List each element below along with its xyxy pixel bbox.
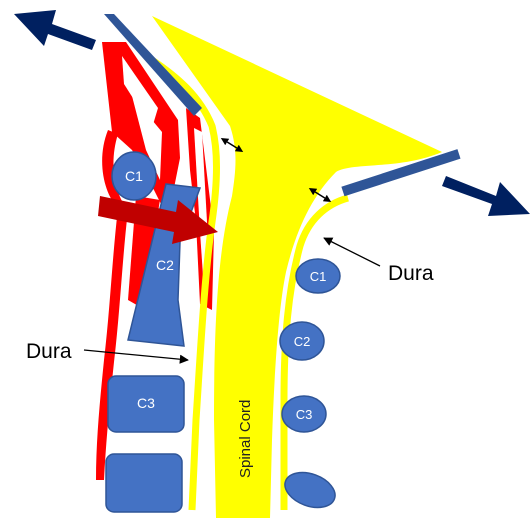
- vertebra-right-c4: [280, 466, 340, 514]
- dura-leader-right: [324, 238, 380, 266]
- vertebra-left-c1-label: C1: [125, 168, 143, 184]
- vertebra-right-c3-label: C3: [296, 407, 313, 422]
- vertebra-left-c3-label: C3: [137, 395, 155, 411]
- vertebra-right-c2-label: C2: [294, 334, 311, 349]
- dura-leader-left: [84, 350, 188, 360]
- dura-label-right: Dura: [388, 262, 434, 285]
- spinal-cord-label: Spinal Cord: [237, 400, 254, 478]
- vertebra-right-c1-label: C1: [310, 269, 327, 284]
- traction-arrow-right: [442, 176, 530, 216]
- traction-arrow-top-left: [14, 10, 96, 50]
- dura-label-left: Dura: [26, 340, 72, 363]
- vertebra-left-c2-label: C2: [156, 257, 174, 273]
- vertebra-left-c4: [106, 454, 182, 512]
